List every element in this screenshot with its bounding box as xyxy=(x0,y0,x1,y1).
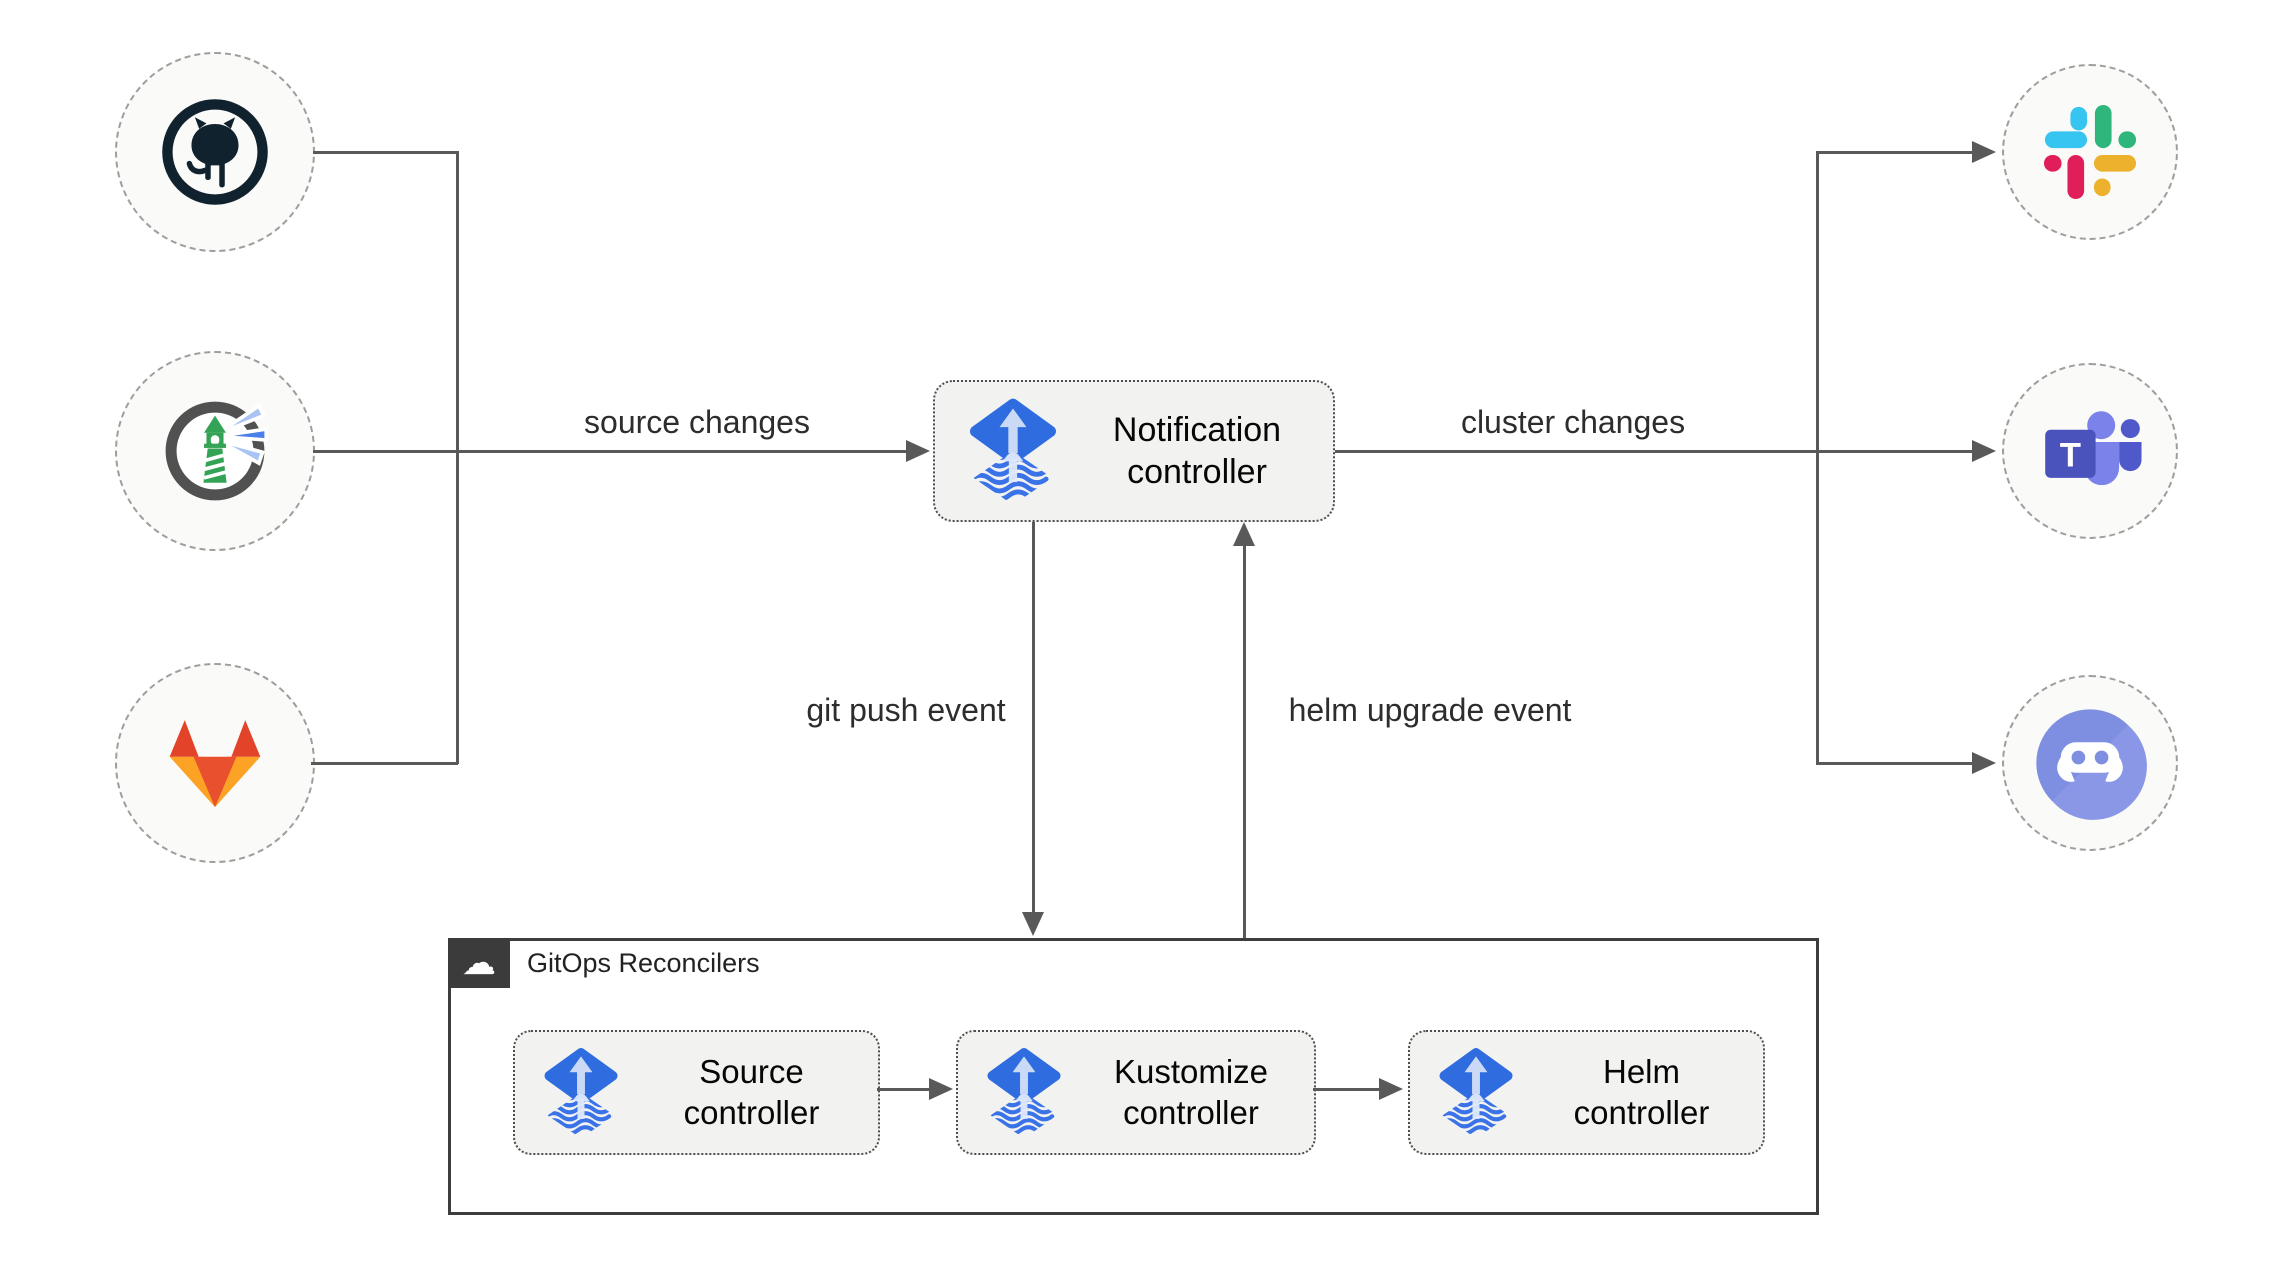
flux-icon xyxy=(1432,1044,1520,1141)
arrowhead-into-slack xyxy=(1972,141,1996,163)
edge-github-line xyxy=(313,151,458,154)
cloud-icon: ☁ xyxy=(462,944,496,982)
node-teams: T xyxy=(2002,363,2178,539)
gitops-badge: ☁ xyxy=(448,938,510,988)
kustomize-controller-label: Kustomize controller xyxy=(1113,1052,1269,1131)
teams-icon: T xyxy=(2045,411,2142,486)
flux-icon xyxy=(980,1044,1068,1141)
gitops-reconcilers-title: GitOps Reconcilers xyxy=(527,948,760,978)
edge-git-push-line xyxy=(1032,522,1035,914)
edge-discord-line xyxy=(1817,762,1972,765)
node-github xyxy=(115,52,315,252)
flux-icon xyxy=(537,1044,625,1141)
edge-slack-line xyxy=(1817,151,1972,154)
arrowhead-into-discord xyxy=(1972,752,1996,774)
slack-icon xyxy=(2043,104,2137,200)
arrowhead-into-teams xyxy=(1972,440,1996,462)
source-controller-box: Source controller xyxy=(513,1030,880,1155)
node-gitlab xyxy=(115,663,315,863)
helm-controller-box: Helm controller xyxy=(1408,1030,1765,1155)
source-controller-label: Source controller xyxy=(683,1052,820,1131)
node-slack xyxy=(2002,64,2178,240)
gitops-reconcilers-box: ☁ GitOps Reconcilers Source controller K… xyxy=(448,938,1819,1215)
edge-label-cluster-changes: cluster changes xyxy=(1460,404,1686,440)
node-discord xyxy=(2002,675,2178,851)
edge-source-changes-line xyxy=(313,450,906,453)
node-harbor xyxy=(115,351,315,551)
flux-icon xyxy=(961,394,1065,508)
edge-label-helm-upgrade-event: helm upgrade event xyxy=(1288,692,1572,728)
github-icon xyxy=(162,99,268,205)
discord-icon xyxy=(2036,709,2147,820)
edge-label-source-changes: source changes xyxy=(584,404,810,440)
edge-gitlab-line xyxy=(311,762,458,765)
edge-helm-upgrade-line xyxy=(1243,546,1246,938)
gitlab-icon xyxy=(169,720,261,808)
svg-text:T: T xyxy=(2060,437,2081,475)
notification-controller-label: Notification controller xyxy=(1112,410,1282,491)
kustomize-controller-box: Kustomize controller xyxy=(956,1030,1316,1155)
harbor-icon xyxy=(165,401,269,501)
helm-controller-label: Helm controller xyxy=(1573,1052,1710,1131)
notification-controller-box: Notification controller xyxy=(933,380,1335,522)
edge-source-to-kustomize-line xyxy=(877,1088,931,1091)
arrowhead-into-helm xyxy=(1379,1078,1403,1100)
arrowhead-into-notification-bottom xyxy=(1233,522,1255,546)
arrowhead-into-kustomize xyxy=(929,1078,953,1100)
edge-cluster-changes-line xyxy=(1335,450,1972,453)
arrowhead-into-notification xyxy=(906,440,930,462)
edge-label-git-push-event: git push event xyxy=(806,692,1006,728)
edge-right-branch-line xyxy=(1816,151,1819,765)
edge-left-branch-line xyxy=(456,151,459,764)
edge-kustomize-to-helm-line xyxy=(1313,1088,1381,1091)
arrowhead-into-reconcilers xyxy=(1022,912,1044,936)
